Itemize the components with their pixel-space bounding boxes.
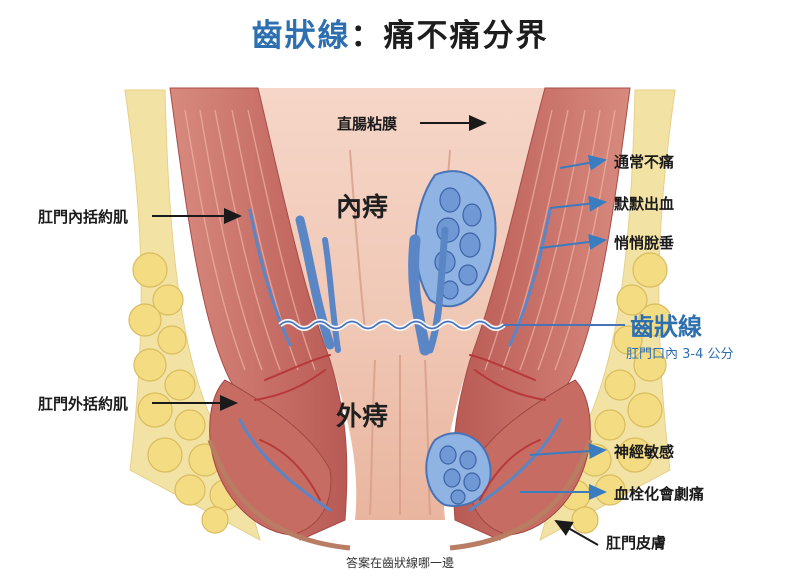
anal-skin-right <box>449 439 593 551</box>
fat-tissue-left <box>124 89 261 542</box>
page-title: 齒狀線：痛不痛分界 <box>0 10 800 55</box>
label-rectal-mucosa: 直腸粘膜 <box>337 115 398 133</box>
arteries <box>254 354 546 501</box>
note-internal-3: 悄悄脫垂 <box>614 234 675 252</box>
dentate-line-title: 齒狀線 <box>630 313 702 341</box>
anal-skin-left <box>207 439 351 551</box>
caption: 答案在齒狀線哪一邊 <box>345 556 454 570</box>
note-external-1: 神經敏感 <box>614 443 675 461</box>
dentate-line-subtitle: 肛門口內 3-4 公分 <box>626 347 734 362</box>
title-accent: 齒狀線 <box>251 18 351 54</box>
external-hemorrhoid-cluster <box>425 432 492 507</box>
left-muscle-wall <box>169 87 348 541</box>
label-external-hemorrhoid: 外痔 <box>336 402 389 432</box>
right-muscle-wall <box>452 87 631 541</box>
label-external-sphincter: 肛門外括約肌 <box>38 395 129 413</box>
dentate-line-stroke <box>279 320 505 330</box>
label-anal-skin: 肛門皮膚 <box>606 534 667 552</box>
note-internal-1: 通常不痛 <box>614 153 675 171</box>
arrow-note-1 <box>559 154 607 171</box>
veins <box>238 208 562 512</box>
arrow-note-3 <box>539 234 607 250</box>
title-rest: ：痛不痛分界 <box>350 18 549 54</box>
label-internal-sphincter: 肛門內括約肌 <box>38 208 129 226</box>
arrow-note-2 <box>549 195 607 212</box>
note-internal-2: 默默出血 <box>614 195 675 213</box>
note-external-2: 血栓化會劇痛 <box>614 485 705 503</box>
arrow-note-4 <box>529 443 607 460</box>
arrow-anal-skin <box>554 520 599 546</box>
label-internal-hemorrhoid: 內痔 <box>336 193 389 223</box>
